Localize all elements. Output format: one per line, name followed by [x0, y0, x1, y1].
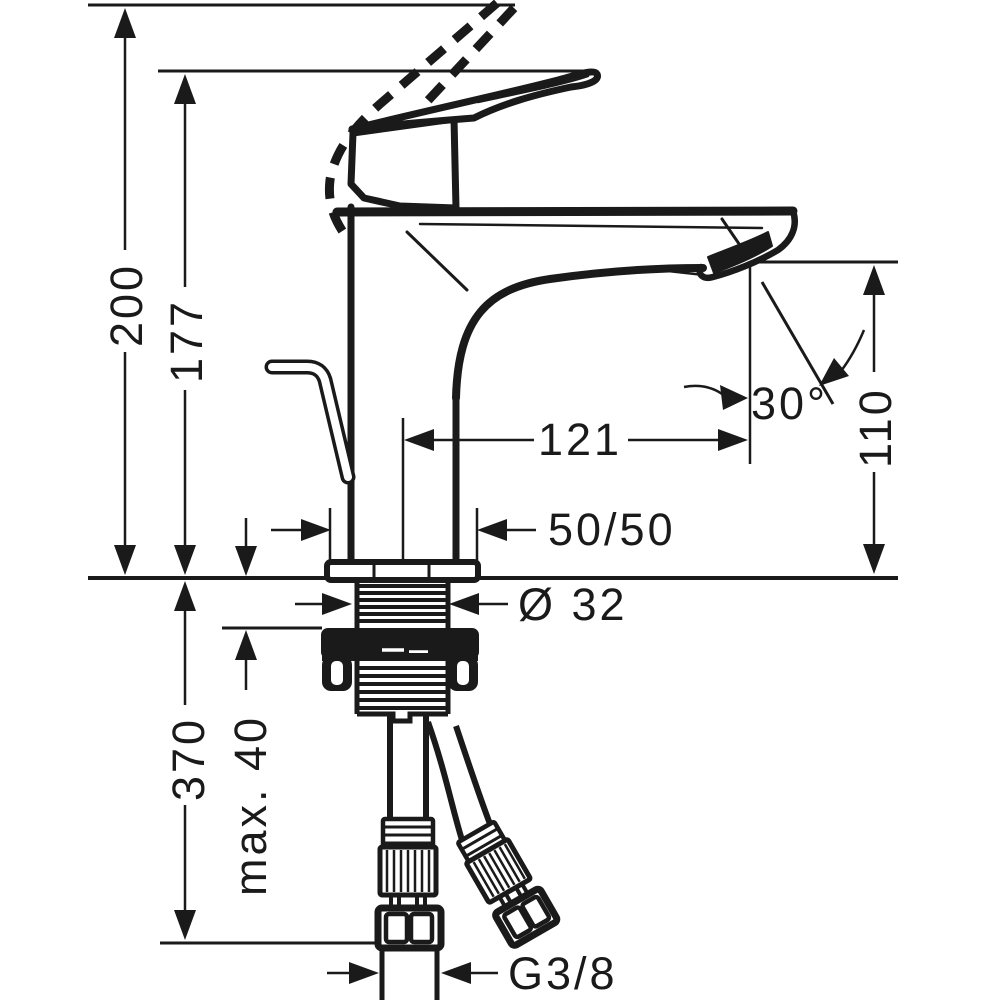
tip-detail-line [720, 217, 750, 259]
dimension-200: 200 [101, 8, 152, 575]
body-fill [351, 212, 788, 563]
spout-top-edge [332, 206, 798, 217]
drain-pull-rod [264, 359, 356, 485]
dim-50-50-label: 50/50 [548, 504, 676, 555]
arrow-left-icon [441, 962, 471, 984]
mounting-nut [321, 628, 479, 659]
dim-370-label: 370 [163, 717, 214, 801]
dim-121-label: 121 [538, 414, 622, 465]
mounting-hardware [321, 580, 479, 724]
arrow-up-icon [863, 265, 885, 295]
dimension-annotations: 200 177 370 max. 40 [101, 8, 901, 999]
arrow-down-icon [174, 910, 196, 940]
lever-handle [348, 68, 601, 133]
dim-177-label: 177 [161, 299, 212, 383]
arrow-down-icon [863, 544, 885, 574]
dimension-110: 110 [850, 265, 901, 574]
dim-30-deg-label: 30° [751, 378, 828, 429]
dimension-177: 177 [161, 74, 212, 575]
dimension-121: 121 [404, 414, 748, 465]
threaded-shank-lower [354, 660, 451, 724]
aerator-face [707, 231, 773, 274]
underside-detail-line [648, 267, 706, 277]
arrow-up-icon [235, 630, 257, 660]
arrow-left-icon [449, 593, 479, 615]
arrow-left-icon [404, 429, 434, 451]
spout-top-inner-line [418, 222, 764, 230]
dim-max-40-label: max. 40 [225, 715, 276, 896]
dim-g38-label: G3/8 [508, 948, 618, 999]
vertical-supply-hose [374, 716, 445, 1000]
dimension-g38: G3/8 [327, 948, 618, 999]
dimension-370: 370 [163, 581, 214, 940]
dimension-50-50: 50/50 [271, 504, 676, 555]
arrow-down-icon [174, 545, 196, 575]
dimension-30-deg: 30° [683, 281, 866, 429]
dim-200-label: 200 [101, 263, 152, 347]
lever-inner-line [476, 74, 590, 104]
reference-lines [88, 3, 898, 945]
arrow-right-icon [301, 519, 331, 541]
arrow-left-icon [477, 519, 507, 541]
arrow-up-icon [174, 74, 196, 104]
threaded-shank-upper [354, 580, 451, 628]
lever-handle-raised-dashed [324, 0, 518, 238]
horseshoe-washer [322, 653, 478, 691]
supply-hoses [374, 716, 561, 1000]
arrow-down-icon [235, 546, 257, 576]
arrow-up-icon [114, 8, 136, 38]
arrow-down-icon [114, 545, 136, 575]
arrow-up-icon [174, 581, 196, 611]
arrow-right-icon [718, 429, 748, 451]
spout-inner-edge [405, 230, 469, 292]
dim-dia-32-label: Ø 32 [518, 579, 628, 630]
dimension-max-40: max. 40 [225, 518, 276, 896]
cartridge-head [347, 115, 460, 212]
arrow-right-icon [322, 593, 352, 615]
angled-supply-hose [425, 720, 561, 949]
base-flange [324, 559, 481, 583]
dim-110-label: 110 [850, 387, 901, 468]
dimension-dia-32: Ø 32 [295, 579, 628, 630]
arrow-down-left-icon [819, 358, 849, 386]
faucet-body [264, 0, 798, 583]
arrow-right-icon [349, 962, 379, 984]
arrow-right-icon [720, 385, 748, 410]
